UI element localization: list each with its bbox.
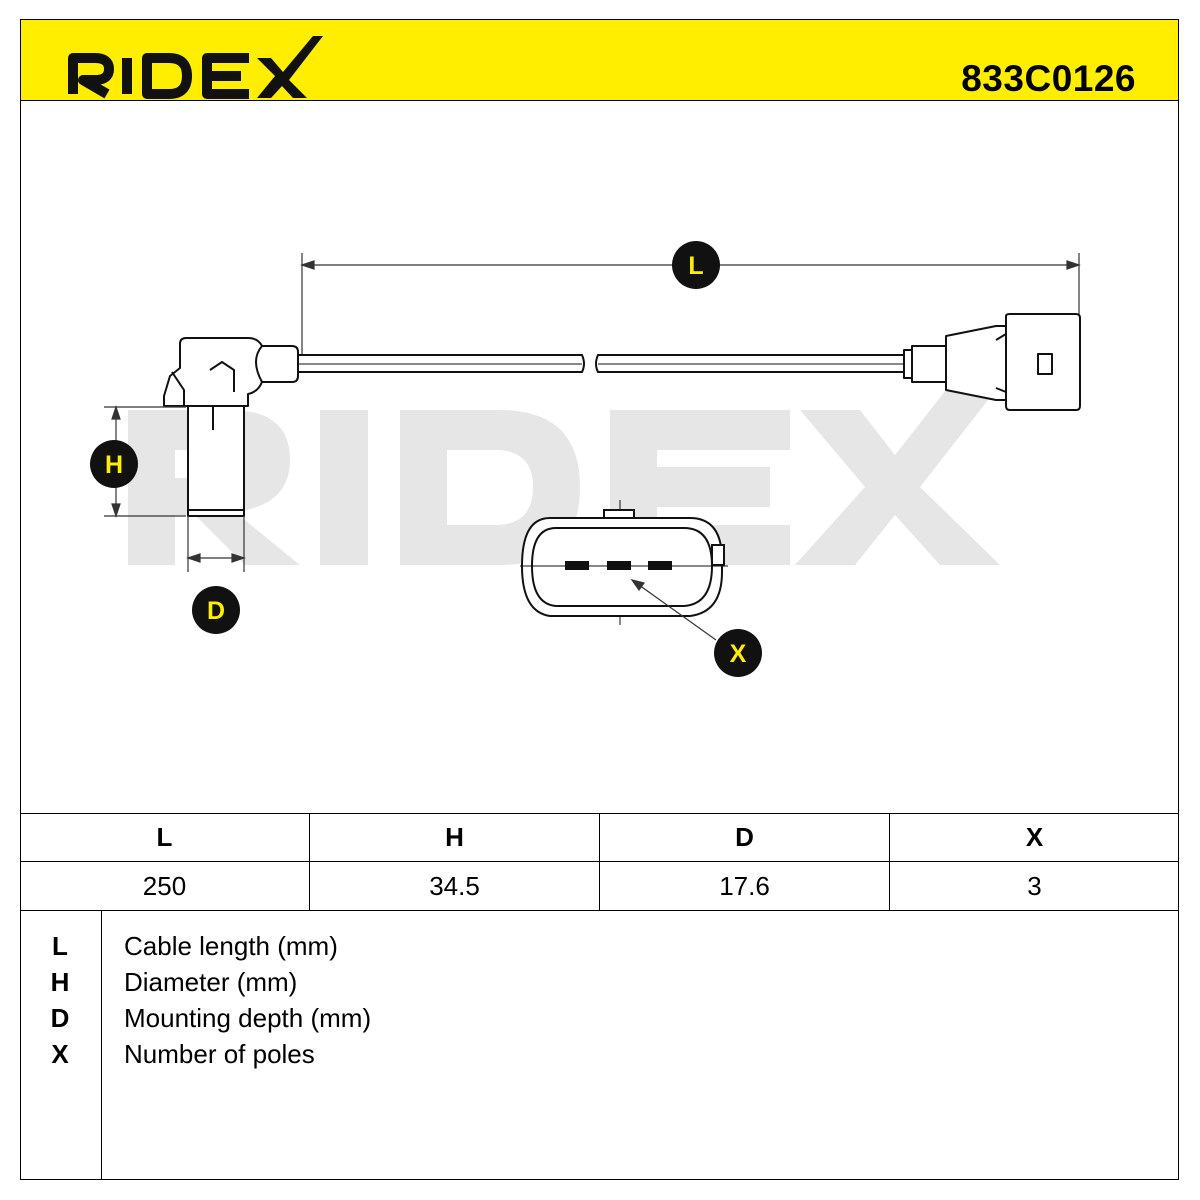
legend-row: D Mounting depth (mm) xyxy=(20,1001,1179,1037)
callout-x-label: X xyxy=(730,640,747,668)
legend-key: H xyxy=(50,967,70,997)
table-value-cell: 3 xyxy=(889,862,1179,910)
legend-key: X xyxy=(51,1039,69,1069)
dimension-d xyxy=(186,516,246,572)
callout-d-label: D xyxy=(207,597,225,625)
table-value-row: 250 34.5 17.6 3 xyxy=(20,862,1179,910)
callout-l-label: L xyxy=(688,252,703,280)
table-header-cell: L xyxy=(156,822,173,852)
sensor-head xyxy=(163,337,299,517)
legend-row: L Cable length (mm) xyxy=(20,929,1179,965)
table-header-cell: X xyxy=(889,814,1179,861)
dimension-x xyxy=(630,579,717,641)
legend-row: H Diameter (mm) xyxy=(20,965,1179,1001)
legend-key: L xyxy=(52,931,68,961)
table-value-cell: 17.6 xyxy=(599,862,889,910)
connector-side xyxy=(903,313,1081,411)
sensor-cable xyxy=(297,354,905,373)
ridex-logo xyxy=(68,36,323,99)
connector-face xyxy=(520,500,728,625)
legend-divider xyxy=(101,911,102,1180)
dimensions-table: L H D X 250 34.5 17.6 3 xyxy=(20,813,1179,911)
table-header-row: L H D X xyxy=(20,814,1179,862)
callout-d-badge: D xyxy=(192,586,240,634)
legend-desc: Mounting depth (mm) xyxy=(124,1003,372,1033)
callout-x-badge: X xyxy=(714,629,762,677)
header-bar: 833C0126 xyxy=(20,19,1179,101)
callout-l-badge: L xyxy=(672,241,720,289)
table-header-cell: D xyxy=(599,814,889,861)
legend-desc: Diameter (mm) xyxy=(124,967,298,997)
callout-h-label: H xyxy=(105,451,123,479)
legend-desc: Cable length (mm) xyxy=(124,931,338,961)
legend-row: X Number of poles xyxy=(20,1037,1179,1073)
legend-key: D xyxy=(50,1003,70,1033)
legend: L Cable length (mm) H Diameter (mm) D Mo… xyxy=(20,911,1179,1180)
table-value-cell: 34.5 xyxy=(309,862,599,910)
table-header-cell: H xyxy=(309,814,599,861)
callout-h-badge: H xyxy=(90,440,138,488)
part-number: 833C0126 xyxy=(961,58,1136,99)
table-value-cell: 250 xyxy=(142,870,187,901)
legend-desc: Number of poles xyxy=(124,1039,315,1069)
